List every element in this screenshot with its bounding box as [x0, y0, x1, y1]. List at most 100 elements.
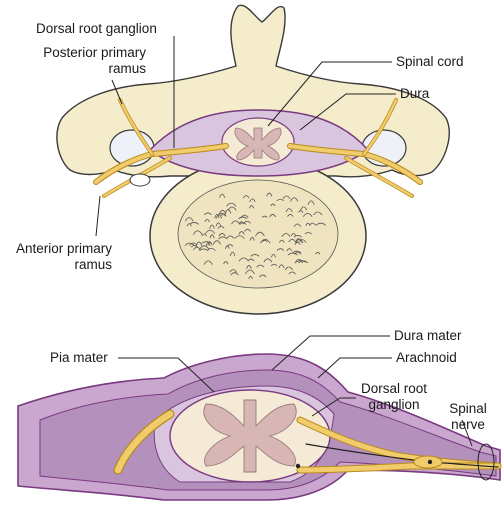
trabecula-mark: [313, 211, 323, 216]
trabecula-mark: [278, 239, 285, 243]
trabecula-mark: [214, 213, 220, 219]
trabecula-mark: [226, 202, 237, 207]
trabecula-mark: [231, 220, 240, 225]
label-posterior-primary-ramus-line2: ramus: [108, 61, 146, 76]
spinal-nerve-section: [17, 353, 502, 501]
trabecula-mark: [184, 217, 194, 222]
trabecula-mark: [224, 245, 230, 249]
trabecula-mark: [207, 247, 216, 251]
trabecula-mark: [218, 233, 226, 237]
trabecula-mark: [298, 210, 304, 213]
trabecula-mark: [209, 234, 215, 239]
trabecula-mark: [223, 261, 229, 265]
label-arachnoid: Arachnoid: [396, 350, 457, 365]
trabecula-mark: [229, 251, 236, 256]
label-spinal-nerve-line2: nerve: [451, 417, 485, 432]
trabecula-mark: [255, 231, 265, 237]
nerve-roots-bottom: [113, 409, 502, 475]
trabecula-mark: [259, 274, 267, 278]
trabecula-mark: [293, 235, 302, 238]
trabecula-mark: [238, 257, 249, 262]
trabecula-mark: [270, 203, 276, 207]
dot-2: [427, 459, 433, 465]
trabecula-mark: [224, 209, 232, 214]
dot-1: [295, 463, 301, 469]
trabecula-mark: [249, 198, 256, 203]
trabecula-mark: [204, 219, 210, 223]
leader-dorsal-root-ganglion-bottom: [311, 397, 356, 417]
label-spinal-nerve: Spinal nerve: [440, 401, 496, 433]
trabecula-mark: [256, 264, 265, 268]
trabecula-mark: [249, 236, 255, 241]
trabecula-mark: [293, 223, 302, 227]
trabecula-mark: [199, 245, 210, 250]
trabecula-mark: [287, 214, 294, 217]
trabecula-mark: [287, 252, 298, 256]
label-dorsal-root-ganglion-bottom-line1: Dorsal root: [360, 381, 428, 396]
label-dorsal-root-ganglion-bottom: Dorsal root ganglion: [352, 381, 436, 413]
intervertebral-foramen: [129, 173, 151, 187]
label-spinal-nerve-line1: Spinal: [449, 401, 487, 416]
label-dura-mater: Dura mater: [394, 328, 462, 343]
trabecula-mark: [307, 200, 315, 205]
trabecula-mark: [190, 245, 198, 248]
trabecula-mark: [218, 236, 228, 240]
trabecula-mark: [260, 238, 271, 244]
label-anterior-primary-ramus: Anterior primary ramus: [0, 241, 112, 273]
trabecula-mark: [250, 254, 260, 257]
label-posterior-primary-ramus: Posterior primary ramus: [0, 45, 146, 77]
trabecula-mark: [294, 251, 302, 255]
trabecula-mark: [204, 212, 212, 215]
trabecula-mark: [217, 225, 225, 229]
trabecula-mark: [215, 222, 222, 227]
trabecula-mark: [244, 228, 251, 232]
trabecula-mark: [209, 224, 215, 229]
trabecula-mark: [242, 195, 250, 199]
trabecula-mark: [309, 222, 316, 226]
trabecula-mark: [282, 195, 291, 200]
trabecula-mark: [300, 206, 308, 211]
trabecula-mark: [207, 241, 213, 246]
vertebra-cross-section: [56, 4, 450, 315]
trabecula-mark: [212, 240, 221, 245]
label-anterior-primary-ramus-line1: Anterior primary: [15, 241, 112, 256]
trabecula-mark: [294, 242, 301, 245]
trabecula-mark: [247, 258, 255, 262]
trabecula-mark: [201, 241, 212, 244]
trabecula-mark: [192, 230, 203, 235]
trabecula-mark: [286, 248, 292, 252]
leader-arachnoid: [317, 357, 392, 379]
trabecula-mark: [294, 258, 303, 264]
label-dorsal-root-ganglion-bottom-line2: ganglion: [368, 397, 420, 412]
trabecula-mark: [263, 258, 273, 263]
trabecula-mark: [205, 229, 216, 234]
trabecula-mark: [219, 193, 226, 198]
cancellous-bone-pattern: [184, 192, 326, 279]
trabecula-mark: [276, 248, 285, 251]
trabecula-mark: [302, 212, 313, 217]
trabecula-mark: [246, 265, 252, 269]
trabecula-mark: [276, 198, 285, 202]
trabecula-mark: [262, 239, 268, 243]
trabecula-mark: [270, 253, 276, 258]
trabecula-mark: [278, 264, 285, 269]
trabecula-mark: [221, 213, 227, 217]
trabecula-mark: [288, 271, 296, 275]
leader-spinal-nerve: [461, 419, 473, 447]
grey-matter-top: [234, 127, 282, 161]
trabecula-mark: [297, 239, 307, 243]
spinal-nerve-ring: [477, 443, 495, 481]
trabecula-mark: [199, 248, 209, 251]
trabecula-mark: [189, 222, 199, 225]
trabecula-mark: [284, 266, 293, 271]
trabecula-mark: [201, 233, 207, 237]
label-posterior-primary-ramus-line1: Posterior primary: [43, 45, 146, 60]
trabecula-mark: [290, 233, 297, 237]
leader-dura-mater: [271, 335, 390, 371]
trabecula-mark: [261, 215, 268, 218]
trabecula-mark: [249, 205, 255, 209]
trabecula-mark: [245, 269, 255, 275]
trabecula-mark: [248, 275, 254, 279]
trabecula-mark: [229, 269, 237, 273]
leader-posterior-ramus: [111, 79, 123, 105]
